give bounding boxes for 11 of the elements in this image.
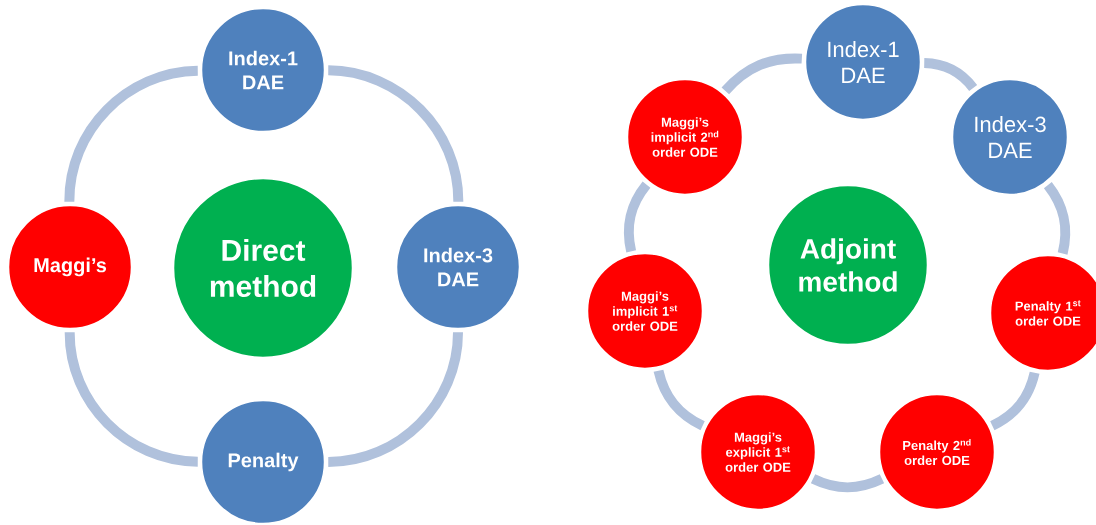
ring-arc <box>64 65 199 203</box>
ring-arc <box>990 371 1040 431</box>
ring-arc <box>327 331 463 467</box>
ring-arc <box>721 53 802 95</box>
ring-arc <box>64 331 199 467</box>
ring-arc <box>623 181 651 253</box>
ring-arc <box>924 58 978 92</box>
ring-arc <box>327 65 464 203</box>
ring-arc <box>811 474 884 493</box>
ring-arc <box>653 369 705 431</box>
ring-arc <box>1043 182 1071 255</box>
